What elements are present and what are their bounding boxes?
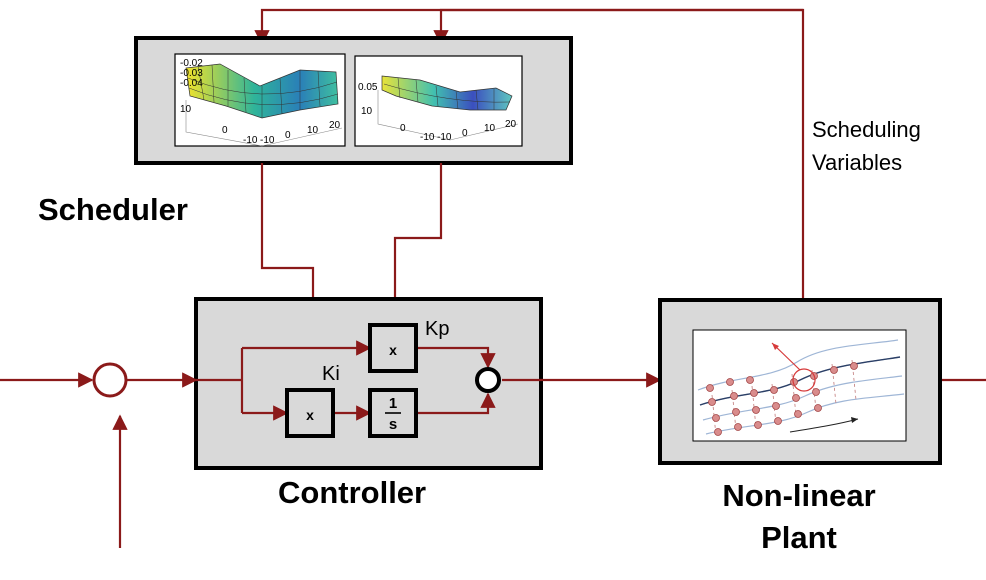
right-plot-xtick-6: 20 xyxy=(505,119,517,130)
left-plot-ztick-3: -0.04 xyxy=(180,78,203,89)
left-plot-xtick-3: -10 xyxy=(243,135,258,146)
signal-lines xyxy=(0,340,986,548)
left-plot-ztick-2: -0.03 xyxy=(180,68,203,79)
right-plot-xtick-1: 0 xyxy=(400,123,406,134)
right-plot-xtick-3: -10 xyxy=(437,132,452,143)
kp-multiplier-symbol: x xyxy=(389,342,397,358)
controller-label: Controller xyxy=(278,475,427,510)
left-plot-xtick-6: 10 xyxy=(307,125,319,136)
right-plot-ztick-2: 10 xyxy=(361,106,373,117)
ki-multiplier-symbol: x xyxy=(306,407,314,423)
plant-label-line2: Plant xyxy=(761,520,837,555)
plant-label-line1: Non-linear xyxy=(722,478,876,513)
left-plot-xtick-4: -10 xyxy=(260,135,275,146)
integrator-numerator: 1 xyxy=(389,395,397,412)
left-plot-xtick-7: 20 xyxy=(329,120,341,131)
scheduler-label: Scheduler xyxy=(38,192,188,227)
kp-label: Kp xyxy=(425,318,450,340)
left-plot-xtick-1: 10 xyxy=(180,104,192,115)
ki-multiplier-block[interactable] xyxy=(285,388,335,438)
summing-junction xyxy=(92,362,128,398)
surface-plot-right xyxy=(354,55,523,147)
plant-operating-points xyxy=(706,362,858,436)
left-plot-xtick-5: 0 xyxy=(285,130,291,141)
integrator-denominator: s xyxy=(389,416,397,433)
left-plot-ztick-1: -0.02 xyxy=(180,58,203,69)
left-plot-xtick-2: 0 xyxy=(222,125,228,136)
right-plot-ztick-1: 0.05 xyxy=(358,82,378,93)
scheduling-variables-label-line1: Scheduling xyxy=(812,117,921,142)
kp-multiplier-block[interactable] xyxy=(368,323,418,373)
ki-label: Ki xyxy=(322,363,340,385)
surface-plot-left xyxy=(174,53,346,147)
plant-manifold-figure xyxy=(692,329,907,442)
right-plot-xtick-2: -10 xyxy=(420,132,435,143)
output-sum-node xyxy=(475,367,501,393)
scheduling-variables-label-line2: Variables xyxy=(812,150,903,175)
right-plot-xtick-5: 10 xyxy=(484,123,496,134)
scheduling-feedback-lines xyxy=(254,8,805,300)
right-plot-xtick-4: 0 xyxy=(462,128,468,139)
